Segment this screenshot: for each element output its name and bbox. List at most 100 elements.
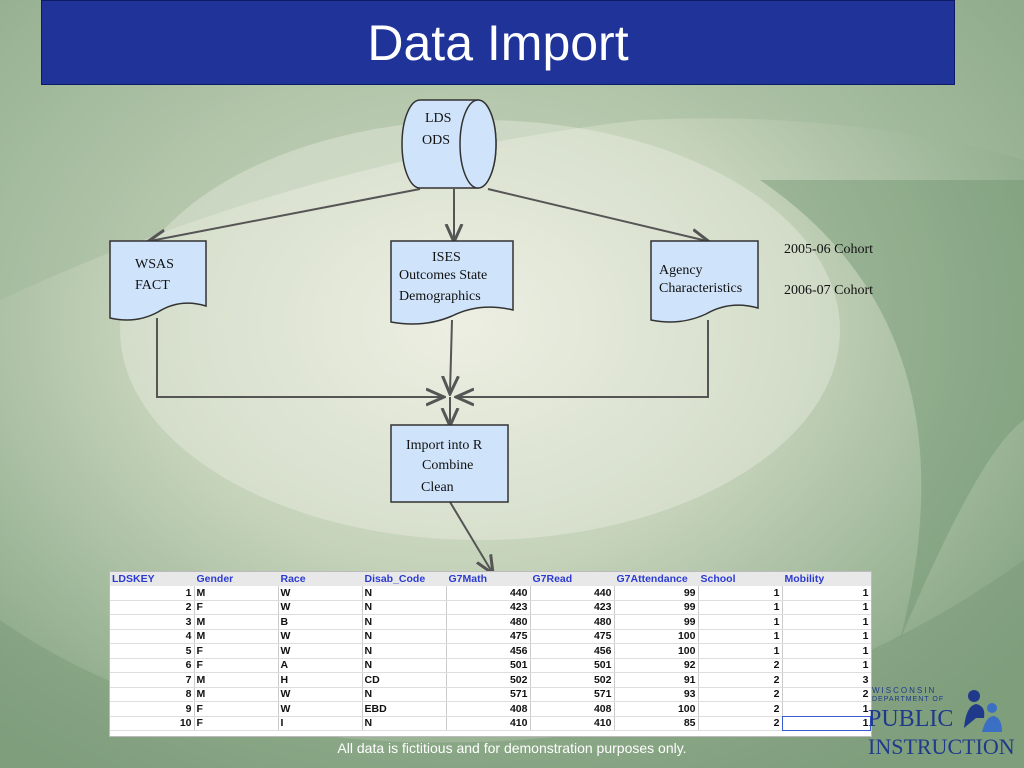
table-cell[interactable]: 6: [110, 658, 195, 673]
table-cell[interactable]: A: [278, 658, 363, 673]
table-cell[interactable]: 1: [782, 614, 871, 630]
table-cell[interactable]: N: [362, 614, 447, 630]
table-cell[interactable]: 2: [698, 658, 783, 673]
table-cell[interactable]: M: [194, 614, 279, 630]
table-cell[interactable]: 99: [614, 600, 699, 615]
table-cell[interactable]: N: [362, 629, 447, 644]
table-cell[interactable]: N: [362, 716, 447, 731]
table-cell[interactable]: 475: [446, 629, 531, 644]
table-cell[interactable]: F: [194, 701, 279, 717]
table-cell[interactable]: 1: [782, 600, 871, 615]
table-cell[interactable]: EBD: [362, 701, 447, 717]
table-cell[interactable]: 2: [698, 701, 783, 717]
column-header[interactable]: G7Attendance: [614, 572, 699, 586]
table-cell[interactable]: 1: [782, 716, 871, 731]
table-cell[interactable]: 92: [614, 658, 699, 673]
table-cell[interactable]: 1: [698, 586, 783, 601]
table-cell[interactable]: 2: [698, 672, 783, 688]
table-cell[interactable]: 502: [530, 672, 615, 688]
table-cell[interactable]: 501: [530, 658, 615, 673]
table-cell[interactable]: F: [194, 658, 279, 673]
table-cell[interactable]: H: [278, 672, 363, 688]
table-cell[interactable]: 456: [530, 643, 615, 659]
table-cell[interactable]: W: [278, 687, 363, 702]
table-cell[interactable]: 1: [782, 701, 871, 717]
table-cell[interactable]: 440: [530, 586, 615, 601]
table-cell[interactable]: 1: [698, 600, 783, 615]
table-cell[interactable]: W: [278, 701, 363, 717]
table-cell[interactable]: 501: [446, 658, 531, 673]
table-cell[interactable]: 502: [446, 672, 531, 688]
table-cell[interactable]: F: [194, 600, 279, 615]
table-cell[interactable]: 1: [782, 629, 871, 644]
column-header[interactable]: Gender: [194, 572, 279, 586]
table-cell[interactable]: 85: [614, 716, 699, 731]
table-cell[interactable]: 408: [446, 701, 531, 717]
table-cell[interactable]: 1: [782, 658, 871, 673]
table-cell[interactable]: 1: [782, 586, 871, 601]
table-cell[interactable]: 408: [530, 701, 615, 717]
table-cell[interactable]: 2: [698, 687, 783, 702]
table-cell[interactable]: 480: [446, 614, 531, 630]
table-cell[interactable]: F: [194, 716, 279, 731]
column-header[interactable]: School: [698, 572, 783, 586]
table-cell[interactable]: 100: [614, 643, 699, 659]
table-cell[interactable]: N: [362, 586, 447, 601]
table-cell[interactable]: 99: [614, 586, 699, 601]
table-cell[interactable]: N: [362, 658, 447, 673]
column-header[interactable]: Disab_Code: [362, 572, 447, 586]
table-cell[interactable]: 8: [110, 687, 195, 702]
table-cell[interactable]: 4: [110, 629, 195, 644]
table-cell[interactable]: 10: [110, 716, 195, 731]
table-cell[interactable]: 1: [782, 643, 871, 659]
column-header[interactable]: Mobility: [782, 572, 871, 586]
table-cell[interactable]: 3: [782, 672, 871, 688]
table-cell[interactable]: 2: [782, 687, 871, 702]
column-header[interactable]: G7Math: [446, 572, 531, 586]
table-cell[interactable]: 1: [698, 643, 783, 659]
table-cell[interactable]: N: [362, 687, 447, 702]
table-cell[interactable]: W: [278, 629, 363, 644]
table-cell[interactable]: W: [278, 586, 363, 601]
table-cell[interactable]: CD: [362, 672, 447, 688]
table-cell[interactable]: 1: [110, 586, 195, 601]
table-cell[interactable]: M: [194, 629, 279, 644]
table-cell[interactable]: 456: [446, 643, 531, 659]
table-cell[interactable]: N: [362, 600, 447, 615]
table-cell[interactable]: 480: [530, 614, 615, 630]
table-cell[interactable]: B: [278, 614, 363, 630]
table-cell[interactable]: 440: [446, 586, 531, 601]
table-cell[interactable]: 410: [446, 716, 531, 731]
table-cell[interactable]: W: [278, 643, 363, 659]
table-cell[interactable]: 2: [698, 716, 783, 731]
table-cell[interactable]: 1: [698, 629, 783, 644]
column-header[interactable]: LDSKEY: [110, 572, 195, 586]
table-cell[interactable]: 7: [110, 672, 195, 688]
table-cell[interactable]: M: [194, 687, 279, 702]
table-cell[interactable]: I: [278, 716, 363, 731]
table-cell[interactable]: 423: [446, 600, 531, 615]
table-cell[interactable]: 410: [530, 716, 615, 731]
table-cell[interactable]: 1: [698, 614, 783, 630]
table-cell[interactable]: 93: [614, 687, 699, 702]
column-header[interactable]: G7Read: [530, 572, 615, 586]
table-cell[interactable]: N: [362, 643, 447, 659]
table-cell[interactable]: 571: [530, 687, 615, 702]
table-cell[interactable]: 5: [110, 643, 195, 659]
table-cell[interactable]: 2: [110, 600, 195, 615]
table-cell[interactable]: 99: [614, 614, 699, 630]
table-cell[interactable]: M: [194, 586, 279, 601]
table-cell[interactable]: 100: [614, 629, 699, 644]
table-cell[interactable]: 571: [446, 687, 531, 702]
table-cell[interactable]: 9: [110, 701, 195, 717]
table-cell[interactable]: 91: [614, 672, 699, 688]
